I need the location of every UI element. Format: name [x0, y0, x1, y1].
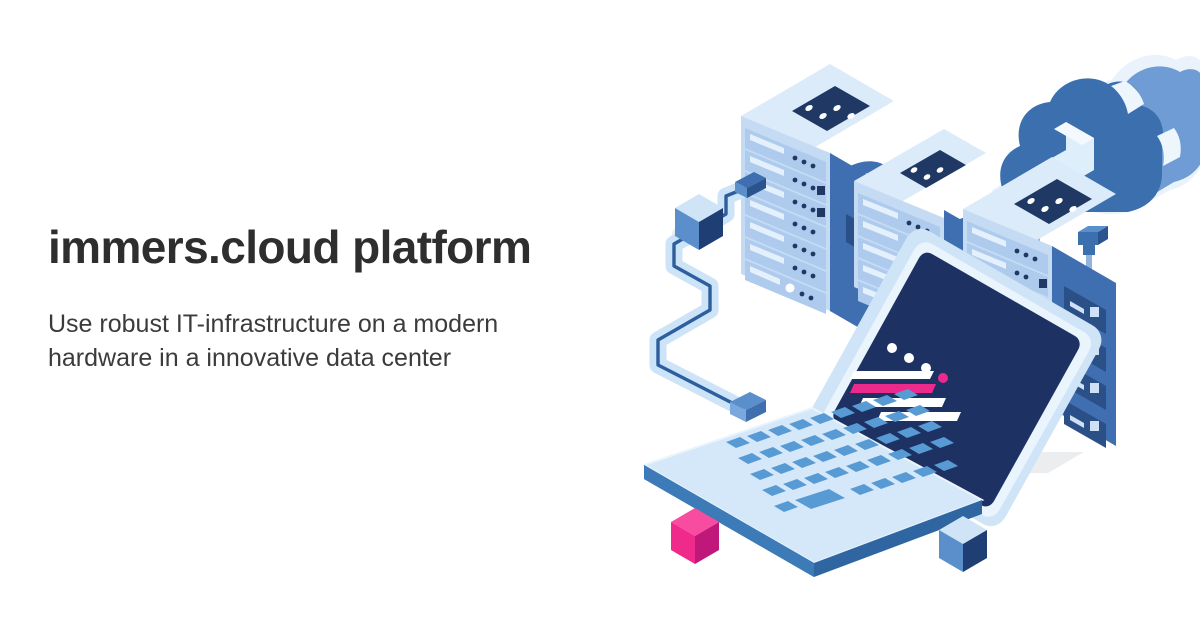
screen-dots: [887, 343, 948, 383]
laptop: [641, 228, 1102, 577]
laptop-keyboard: [726, 389, 958, 512]
rack-top-dots: [805, 104, 855, 120]
cube-blue-bottom: [939, 516, 987, 572]
cube-pink: [671, 508, 719, 564]
rack-right-top-dots: [1027, 197, 1077, 213]
page-subtitle: Use robust IT-infrastructure on a modern…: [48, 309, 499, 373]
rack-left-slots: [745, 128, 826, 314]
hero-illustration: [614, 18, 1200, 610]
page-title: immers.cloud platform: [48, 221, 532, 273]
isometric-cloud-data-center-svg: [641, 54, 1200, 577]
cable-cloud-right: [1078, 226, 1108, 294]
cable-laptop-to-rack: [649, 172, 766, 422]
cube-blue-top-left: [675, 194, 723, 250]
rack-middle-top-dots: [910, 167, 957, 180]
hero-copy: immers.cloud platform Use robust IT-infr…: [48, 222, 588, 376]
